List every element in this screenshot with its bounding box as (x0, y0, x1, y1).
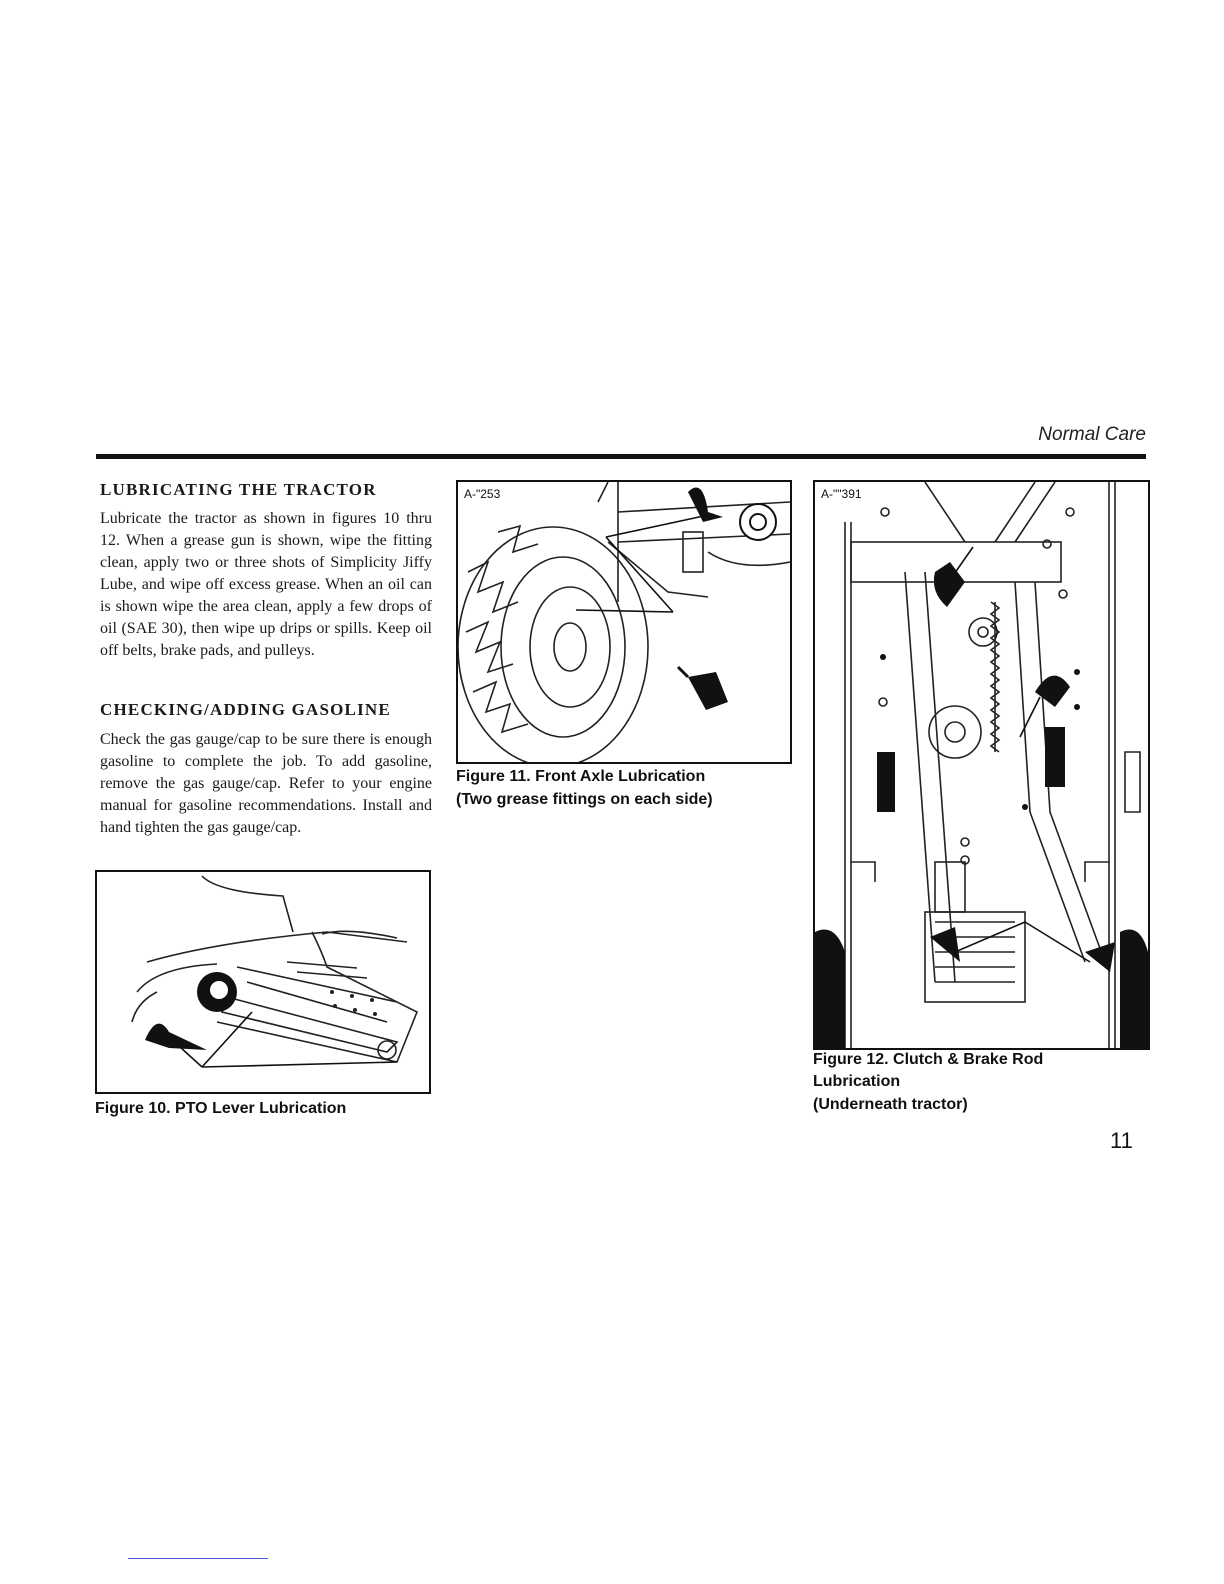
paragraph-lubricating: Lubricate the tractor as shown in figure… (100, 510, 432, 659)
figure-11-caption-line-1: Figure 11. Front Axle Lubrication (456, 768, 706, 785)
section-title: Normal Care (1038, 424, 1146, 445)
header-rule (96, 454, 1146, 459)
page-number: 11 (1110, 1128, 1133, 1153)
figure-12-caption-line-3: (Underneath tractor) (813, 1096, 968, 1113)
figure-12-code: A-""391 (821, 487, 862, 501)
figure-12-caption-line-2: Lubrication (813, 1073, 901, 1090)
figure-11-caption-line-2: (Two grease fittings on each side) (456, 791, 713, 808)
figure-11-illustration: A-"253 (456, 480, 792, 764)
figure-12-illustration: A-""391 (813, 480, 1150, 1050)
figure-12-caption-line-1: Figure 12. Clutch & Brake Rod (813, 1051, 1044, 1068)
figure-11-code: A-"253 (464, 487, 501, 501)
heading-gasoline: CHECKING/ADDING GASOLINE (100, 700, 391, 719)
figure-10-caption: Figure 10. PTO Lever Lubrication (95, 1100, 347, 1117)
heading-lubricating: LUBRICATING THE TRACTOR (100, 480, 377, 499)
clutch-brake-rod-drawing: A-""391 (815, 482, 1148, 1048)
front-axle-drawing: A-"253 (458, 482, 790, 762)
footer-line (128, 1558, 268, 1559)
paragraph-gasoline: Check the gas gauge/cap to be sure there… (100, 731, 432, 836)
pto-lever-drawing (131, 875, 419, 1068)
figure-10-illustration (95, 870, 431, 1094)
